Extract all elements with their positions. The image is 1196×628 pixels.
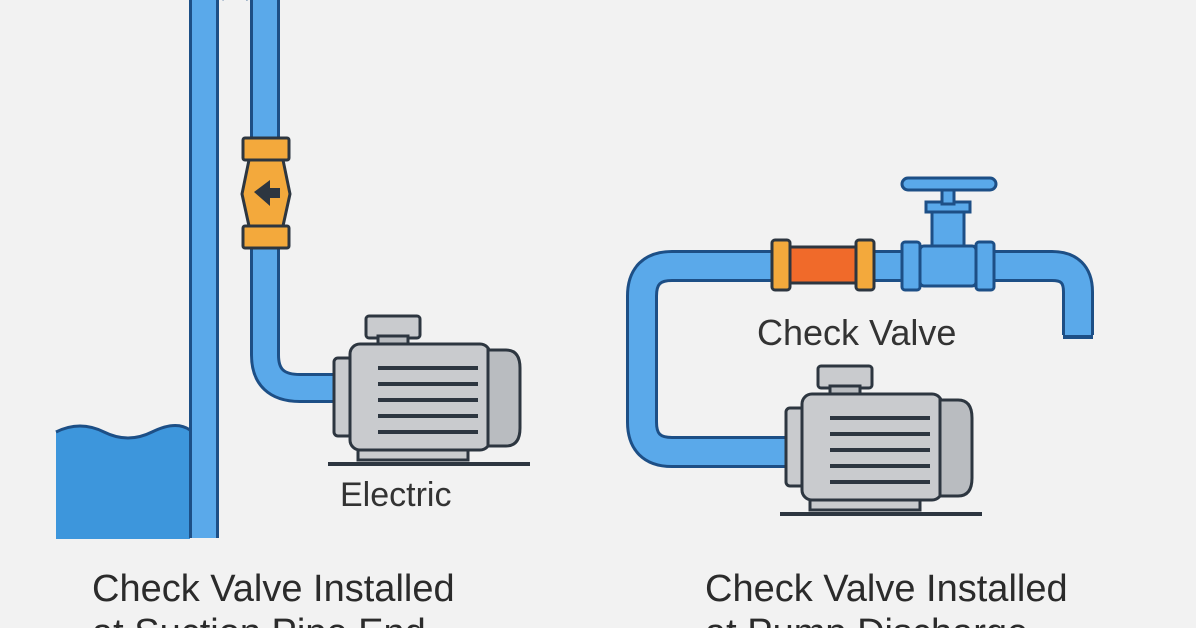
right-electric-motor: [778, 364, 984, 516]
right-caption-line1: Check Valve Installed: [705, 568, 1068, 610]
gate-valve-icon: [900, 176, 998, 292]
left-caption-line2: at Suction Pipe End: [92, 612, 426, 628]
left-caption-line1: Check Valve Installed: [92, 568, 455, 610]
suction-pipe: [189, 0, 340, 538]
right-caption-line2: at Pump Discharge: [705, 612, 1028, 628]
water-tank: [55, 424, 191, 539]
right-caption: Check Valve Installed at Pump Discharge: [705, 567, 1068, 628]
left-check-valve: [240, 136, 292, 250]
check-valve-label: Check Valve: [757, 312, 957, 353]
right-check-valve: [770, 238, 876, 292]
discharge-pipe: [626, 250, 1094, 468]
check-valve-arrow-icon: [254, 180, 280, 206]
left-pump-label: Electric: [340, 476, 452, 514]
left-electric-motor: [326, 314, 532, 466]
left-caption: Check Valve Installed at Suction Pipe En…: [92, 567, 455, 628]
